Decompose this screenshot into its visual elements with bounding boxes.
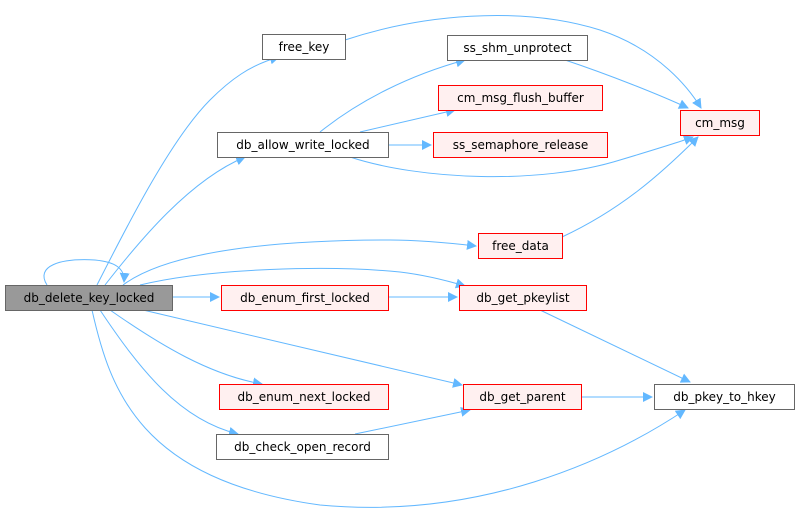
edge-db-delete-key-locked-to-free-data xyxy=(122,239,477,286)
node-box[interactable] xyxy=(438,85,603,111)
edge-db-delete-key-locked-to-db-allow-write-locked xyxy=(104,155,246,286)
edge-db-get-pkeylist-to-db-pkey-to-hkey xyxy=(539,309,691,383)
edge-db-delete-key-locked-to-db-get-pkeylist xyxy=(139,268,466,289)
nodes-layer: db_delete_key_locked free_key db_allow_wri… xyxy=(5,34,795,460)
node-box[interactable] xyxy=(217,132,389,158)
node-box[interactable] xyxy=(5,285,173,311)
edge-db-check-open-record-to-db-get-parent xyxy=(354,406,471,435)
node-ss-shm-unprotect[interactable]: ss_shm_unprotect xyxy=(447,35,588,61)
edge-ss-shm-unprotect-to-cm-msg xyxy=(564,59,689,109)
node-label: cm_msg xyxy=(695,116,745,130)
node-db-allow-write-locked[interactable]: db_allow_write_locked xyxy=(217,132,389,158)
node-db-get-pkeylist[interactable]: db_get_pkeylist xyxy=(459,285,587,311)
edge-db-delete-key-locked-to-db-pkey-to-hkey xyxy=(91,309,686,508)
node-label: ss_shm_unprotect xyxy=(463,41,572,55)
edge-db-delete-key-locked-to-db-enum-next-locked xyxy=(109,309,263,388)
edges-layer xyxy=(43,15,702,508)
node-label: db_enum_first_locked xyxy=(240,291,370,305)
node-db-enum-next-locked[interactable]: db_enum_next_locked xyxy=(219,384,389,410)
node-box[interactable] xyxy=(680,110,760,136)
node-label: db_get_pkeylist xyxy=(476,291,569,305)
node-label: db_get_parent xyxy=(479,390,566,404)
node-label: free_key xyxy=(279,40,330,54)
node-label: ss_semaphore_release xyxy=(453,138,589,152)
node-db-delete-key-locked[interactable]: db_delete_key_locked xyxy=(5,285,173,311)
node-db-get-parent[interactable]: db_get_parent xyxy=(463,384,582,410)
edge-db-delete-key-locked-to-db-get-parent xyxy=(142,309,463,388)
node-db-check-open-record[interactable]: db_check_open_record xyxy=(216,434,389,460)
node-ss-semaphore-release[interactable]: ss_semaphore_release xyxy=(433,132,608,158)
node-db-enum-first-locked[interactable]: db_enum_first_locked xyxy=(221,285,389,311)
edge-db-delete-key-locked-to-db-check-open-record xyxy=(99,309,239,437)
node-box[interactable] xyxy=(221,285,389,311)
node-box[interactable] xyxy=(433,132,608,158)
node-label: db_enum_next_locked xyxy=(238,390,371,404)
edge-db-allow-write-locked-to-cm-msg xyxy=(349,135,694,178)
node-cm-msg[interactable]: cm_msg xyxy=(680,110,760,136)
node-box[interactable] xyxy=(654,384,795,410)
node-box[interactable] xyxy=(463,384,582,410)
edge-db-allow-write-locked-to-cm-msg-flush-buffer xyxy=(359,107,456,133)
edge-db-delete-key-locked-to-db-delete-key-locked xyxy=(43,259,130,286)
node-label: db_check_open_record xyxy=(234,440,371,454)
edge-free-data-to-cm-msg xyxy=(561,136,699,238)
node-label: db_allow_write_locked xyxy=(236,138,369,152)
node-cm-msg-flush-buffer[interactable]: cm_msg_flush_buffer xyxy=(438,85,603,111)
node-box[interactable] xyxy=(262,34,346,60)
node-box[interactable] xyxy=(459,285,587,311)
node-free-data[interactable]: free_data xyxy=(478,233,563,259)
node-box[interactable] xyxy=(219,384,389,410)
node-label: free_data xyxy=(492,239,549,253)
node-label: cm_msg_flush_buffer xyxy=(457,91,584,105)
node-db-pkey-to-hkey[interactable]: db_pkey_to_hkey xyxy=(654,384,795,410)
node-box[interactable] xyxy=(447,35,588,61)
node-label: db_pkey_to_hkey xyxy=(673,390,776,404)
node-label: db_delete_key_locked xyxy=(24,291,155,305)
edge-db-allow-write-locked-to-ss-shm-unprotect xyxy=(319,57,466,133)
edge-db-delete-key-locked-to-free-key xyxy=(96,54,280,286)
edge-free-key-to-cm-msg xyxy=(344,15,702,109)
node-free-key[interactable]: free_key xyxy=(262,34,346,60)
node-box[interactable] xyxy=(478,233,563,259)
node-box[interactable] xyxy=(216,434,389,460)
